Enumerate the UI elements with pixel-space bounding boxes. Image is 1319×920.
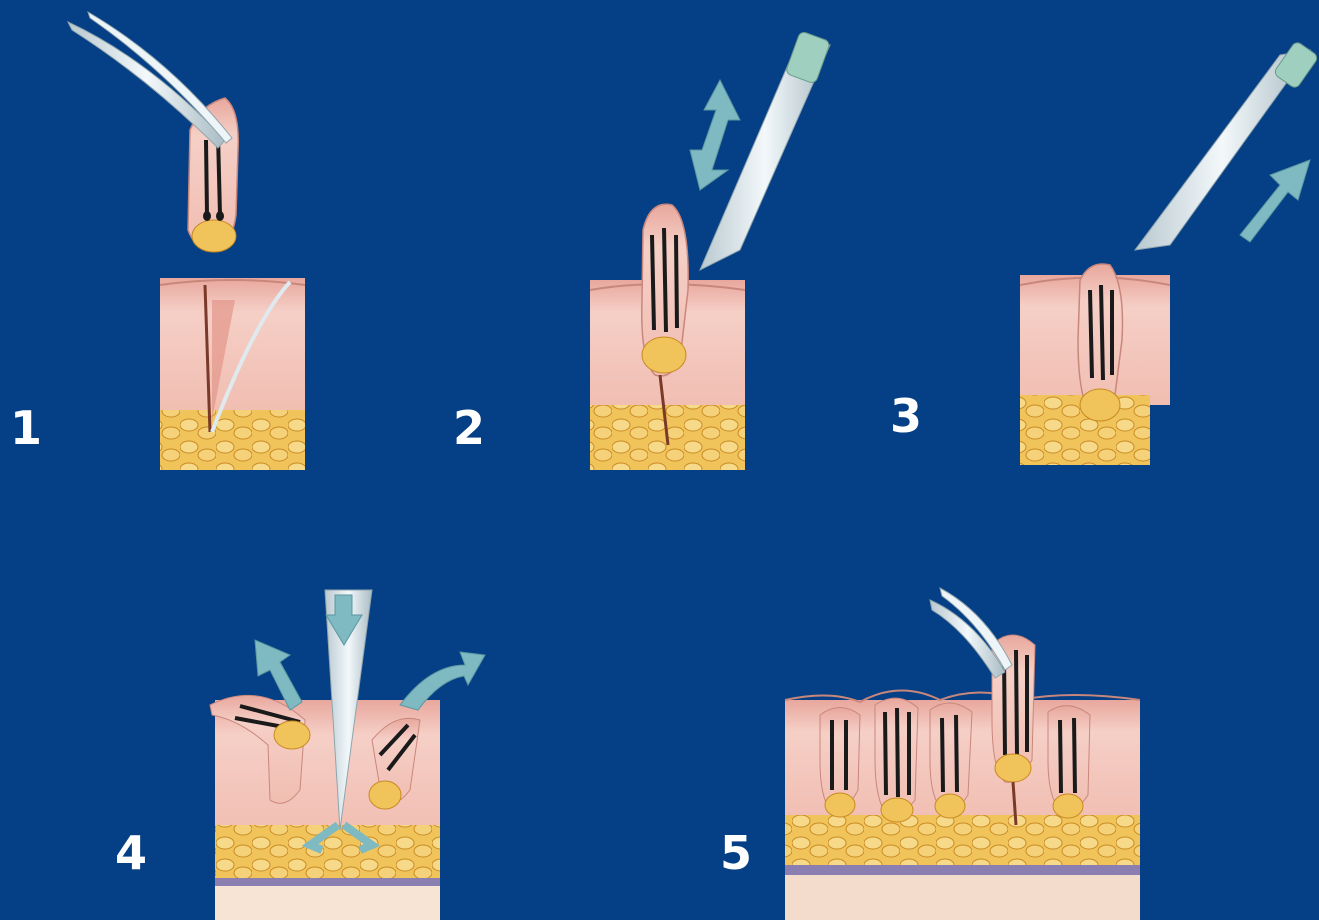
step-number-5: 5 <box>720 830 752 876</box>
graft-3 <box>1078 264 1123 421</box>
step-number-2: 2 <box>453 405 485 451</box>
step-number-3: 3 <box>890 393 922 439</box>
skin-block-1 <box>160 278 305 470</box>
arrow-up-3 <box>1240 160 1310 242</box>
panel-1-illustration <box>68 12 305 470</box>
panel-3-illustration <box>1020 41 1319 465</box>
step-number-1: 1 <box>10 405 42 451</box>
arrow-right-4 <box>400 652 485 710</box>
panel-2-illustration <box>590 31 831 470</box>
forceps-1 <box>68 22 225 148</box>
panel-5-illustration <box>785 588 1140 920</box>
arrow-updown-2 <box>690 80 740 190</box>
step-number-4: 4 <box>115 830 147 876</box>
panel-4-illustration <box>210 590 485 920</box>
